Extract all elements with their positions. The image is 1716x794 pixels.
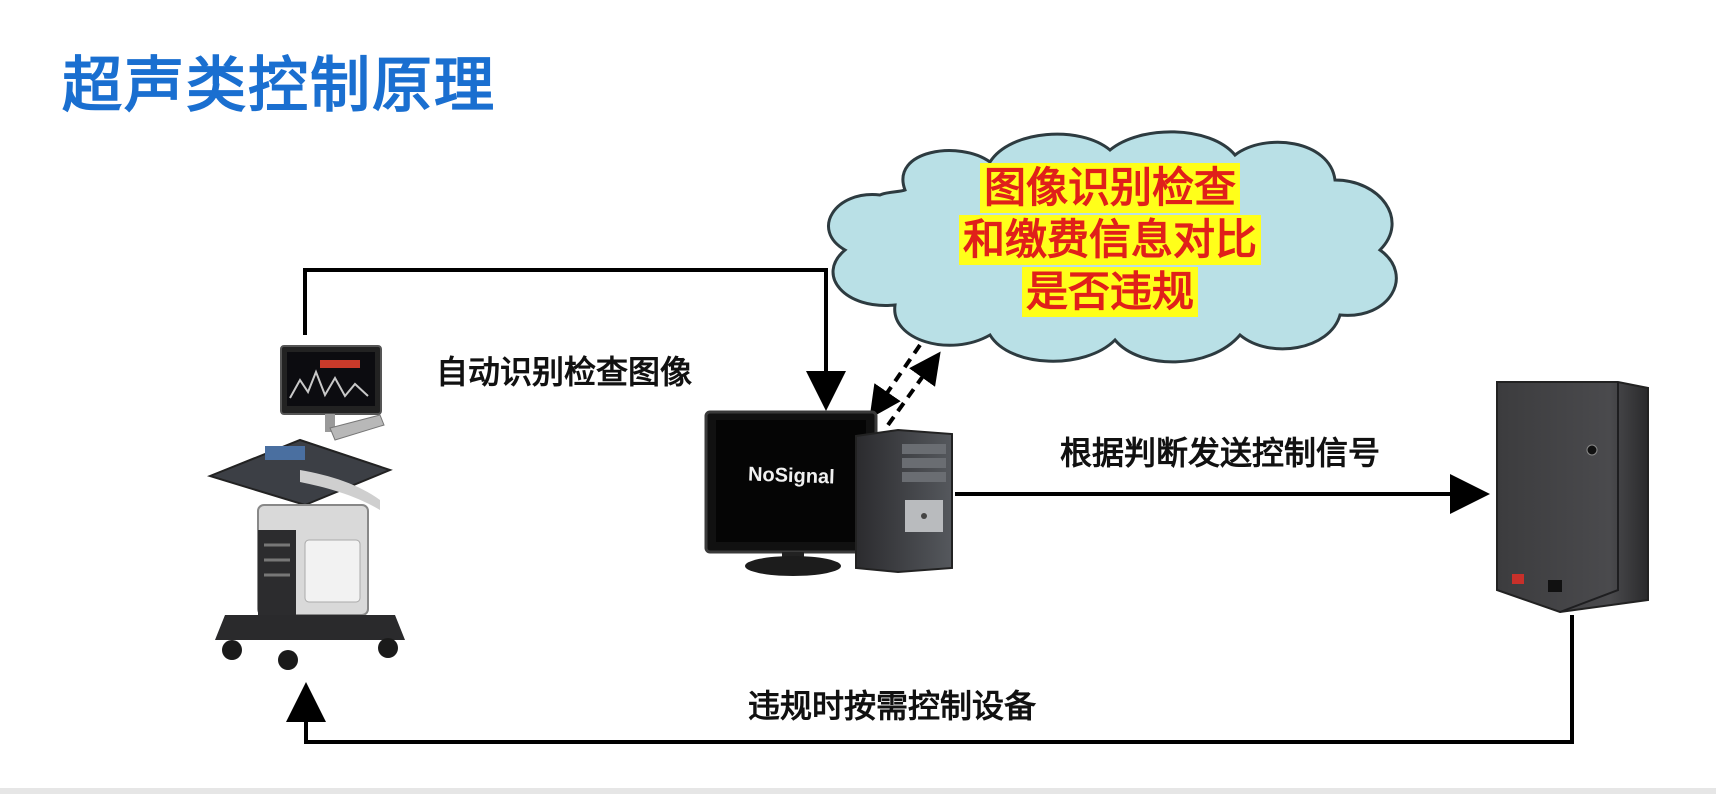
bottom-divider [0,788,1716,794]
page-title: 超声类控制原理 [62,51,496,121]
arrow-controller-to-ultrasound [286,615,1574,744]
cloud-text: 图像识别检查 和缴费信息对比 是否违规 [900,162,1320,318]
arrow-cloud-to-computer [869,343,922,419]
cloud-text-line-3: 是否违规 [1021,267,1198,317]
cloud-text-line-2: 和缴费信息对比 [958,215,1261,265]
ultrasound-machine-icon [206,345,405,670]
label-send-signal: 根据判断发送控制信号 [1060,434,1381,472]
label-control-device: 违规时按需控制设备 [748,687,1037,725]
arrow-ultrasound-to-computer [303,268,846,411]
computer-tower-icon [855,428,953,574]
cloud-text-line-1: 图像识别检查 [979,163,1240,213]
computer-monitor-icon [704,410,878,576]
control-cabinet-icon [1496,381,1649,614]
arrow-computer-to-cloud [886,351,941,427]
label-auto-recognize: 自动识别检查图像 [436,353,693,391]
monitor-no-signal-text: NoSignal [747,463,836,489]
